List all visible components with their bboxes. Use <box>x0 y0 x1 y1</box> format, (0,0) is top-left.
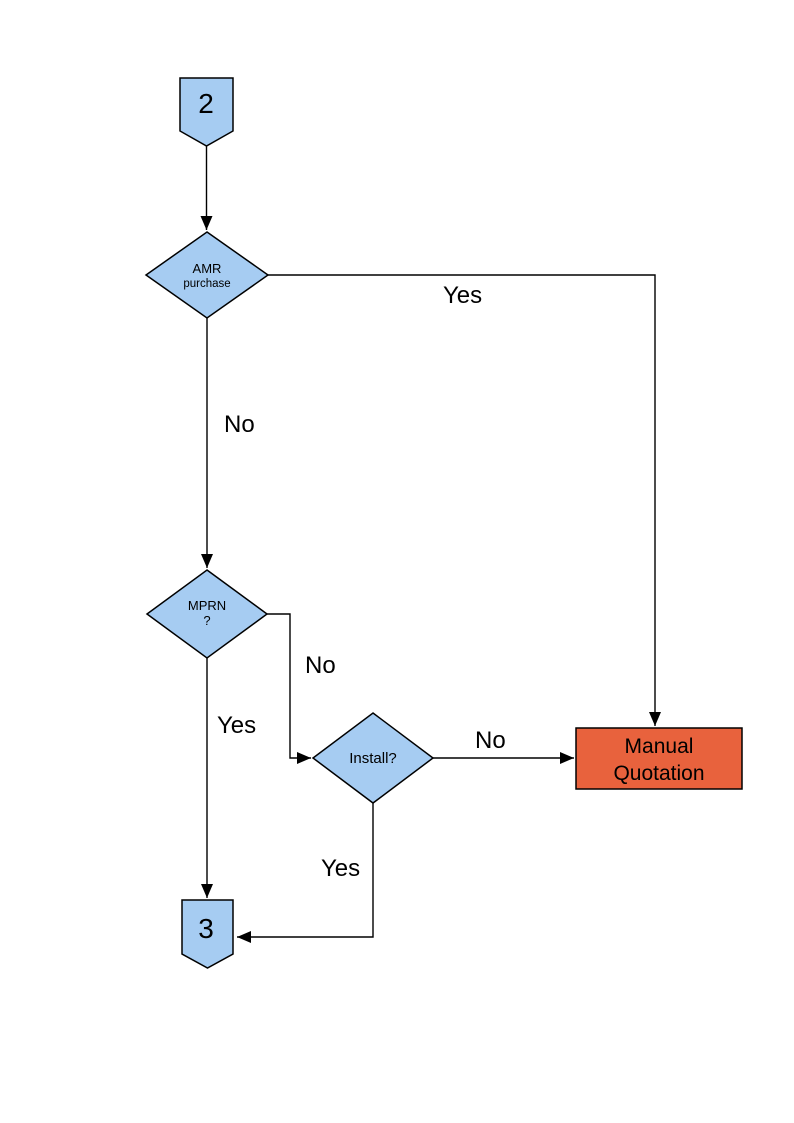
edge-mprn-no-to-install <box>267 613 311 764</box>
edge-label-amr-yes: Yes <box>443 282 482 309</box>
mprn-label-line2: ? <box>203 613 210 628</box>
amr-label-line1: AMR <box>193 261 222 276</box>
connector-2-label: 2 <box>198 88 214 119</box>
node-offpage-connector-3: 3 <box>181 899 234 969</box>
node-decision-install: Install? <box>311 712 435 804</box>
edge-install-yes-to-connector3 <box>237 803 374 943</box>
diamond-shape-mprn <box>145 569 269 659</box>
mprn-label-line1: MPRN <box>188 598 226 613</box>
diamond-shape-install <box>311 712 435 804</box>
manual-quotation-label-line1: Manual <box>625 735 694 758</box>
diamond-shape-amr <box>144 231 270 319</box>
edge-label-mprn-yes: Yes <box>217 712 256 739</box>
manual-quotation-label-line2: Quotation <box>613 762 704 785</box>
node-process-manual-quotation: Manual Quotation <box>575 727 743 790</box>
connector-3-label: 3 <box>198 913 214 944</box>
edge-label-install-no: No <box>475 727 506 754</box>
install-label: Install? <box>349 750 397 767</box>
rect-shape-manual-quotation <box>575 727 743 790</box>
amr-label-line2: purchase <box>183 278 230 290</box>
node-offpage-connector-2: 2 <box>179 77 234 147</box>
edge-label-amr-no: No <box>224 411 255 438</box>
node-decision-amr-purchase: AMR purchase <box>144 231 270 319</box>
pentagon-shape-2 <box>179 77 234 147</box>
edge-label-install-yes: Yes <box>321 855 360 882</box>
edge-label-mprn-no: No <box>305 652 336 679</box>
node-decision-mprn: MPRN ? <box>145 569 269 659</box>
pentagon-shape-3 <box>181 899 234 969</box>
edge-amr-yes-to-manual-quotation <box>268 274 661 726</box>
